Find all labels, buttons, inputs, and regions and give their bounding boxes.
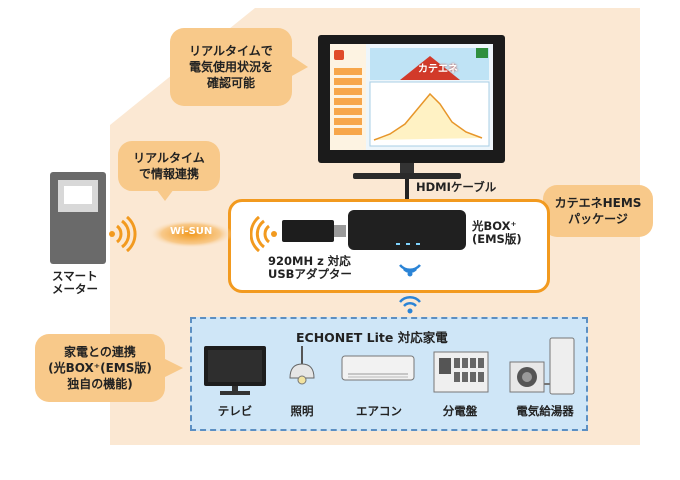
monitor-base [353, 173, 461, 179]
appliance-label: 電気給湯器 [516, 404, 574, 418]
wireless-signal-icon [109, 216, 137, 252]
monitor-stand [400, 163, 414, 175]
hikari-box-indicator [416, 243, 420, 245]
bubble-realtime-display-text: リアルタイムで 電気使用状況を 確認可能 [188, 44, 273, 90]
appliance-label: 照明 [290, 404, 314, 418]
hikari-box-indicator [396, 243, 400, 245]
wireless-signal-icon [399, 296, 421, 314]
appliance-label: 分電盤 [442, 404, 478, 418]
bubble-appliance-link-text: 家電との連携 (光BOX⁺(EMS版) 独自の機能) [48, 345, 152, 391]
wisun-label: Wi-SUN [170, 226, 213, 237]
bubble-realtime-link-text: リアルタイム で情報連携 [133, 151, 205, 181]
water-heater-icon [509, 337, 575, 395]
hdmi-cable [405, 179, 409, 207]
wisun-glow [149, 220, 233, 248]
bubble-pointer [156, 189, 174, 201]
tv-icon [204, 346, 266, 395]
ceiling-light-icon [289, 346, 315, 385]
air-conditioner-icon [341, 355, 415, 381]
smart-meter-display [64, 186, 92, 204]
appliance-label: テレビ [217, 404, 253, 418]
monitor-screen: カテエネ [330, 44, 493, 150]
bubble-realtime-display: リアルタイムで 電気使用状況を 確認可能 [170, 28, 292, 106]
usb-adapter [282, 220, 334, 242]
usb-connector [334, 225, 346, 237]
wireless-signal-icon [399, 264, 421, 277]
hikari-box [348, 210, 466, 250]
bubble-package-text: カテエネHEMS パッケージ [554, 196, 642, 226]
bubble-pointer [163, 358, 183, 378]
smart-meter-label: スマート メーター [52, 269, 98, 296]
energy-app-screen [330, 44, 493, 150]
usb-adapter-label: 920MH z 対応 USBアダプター [268, 254, 352, 281]
bubble-realtime-link: リアルタイム で情報連携 [118, 141, 220, 191]
distribution-board-icon [433, 351, 489, 393]
hikari-box-indicator [406, 243, 410, 245]
hikari-box-label: 光BOX⁺ (EMS版) [472, 219, 522, 246]
screen-logo: カテエネ [418, 64, 458, 75]
echonet-title: ECHONET Lite 対応家電 [296, 330, 448, 345]
bubble-pointer [290, 55, 308, 77]
wireless-signal-icon [250, 216, 277, 252]
hdmi-label: HDMIケーブル [416, 180, 497, 194]
bubble-appliance-link: 家電との連携 (光BOX⁺(EMS版) 独自の機能) [35, 334, 165, 402]
appliance-label: エアコン [356, 404, 402, 418]
smart-meter [50, 172, 106, 264]
bubble-package: カテエネHEMS パッケージ [543, 185, 653, 237]
